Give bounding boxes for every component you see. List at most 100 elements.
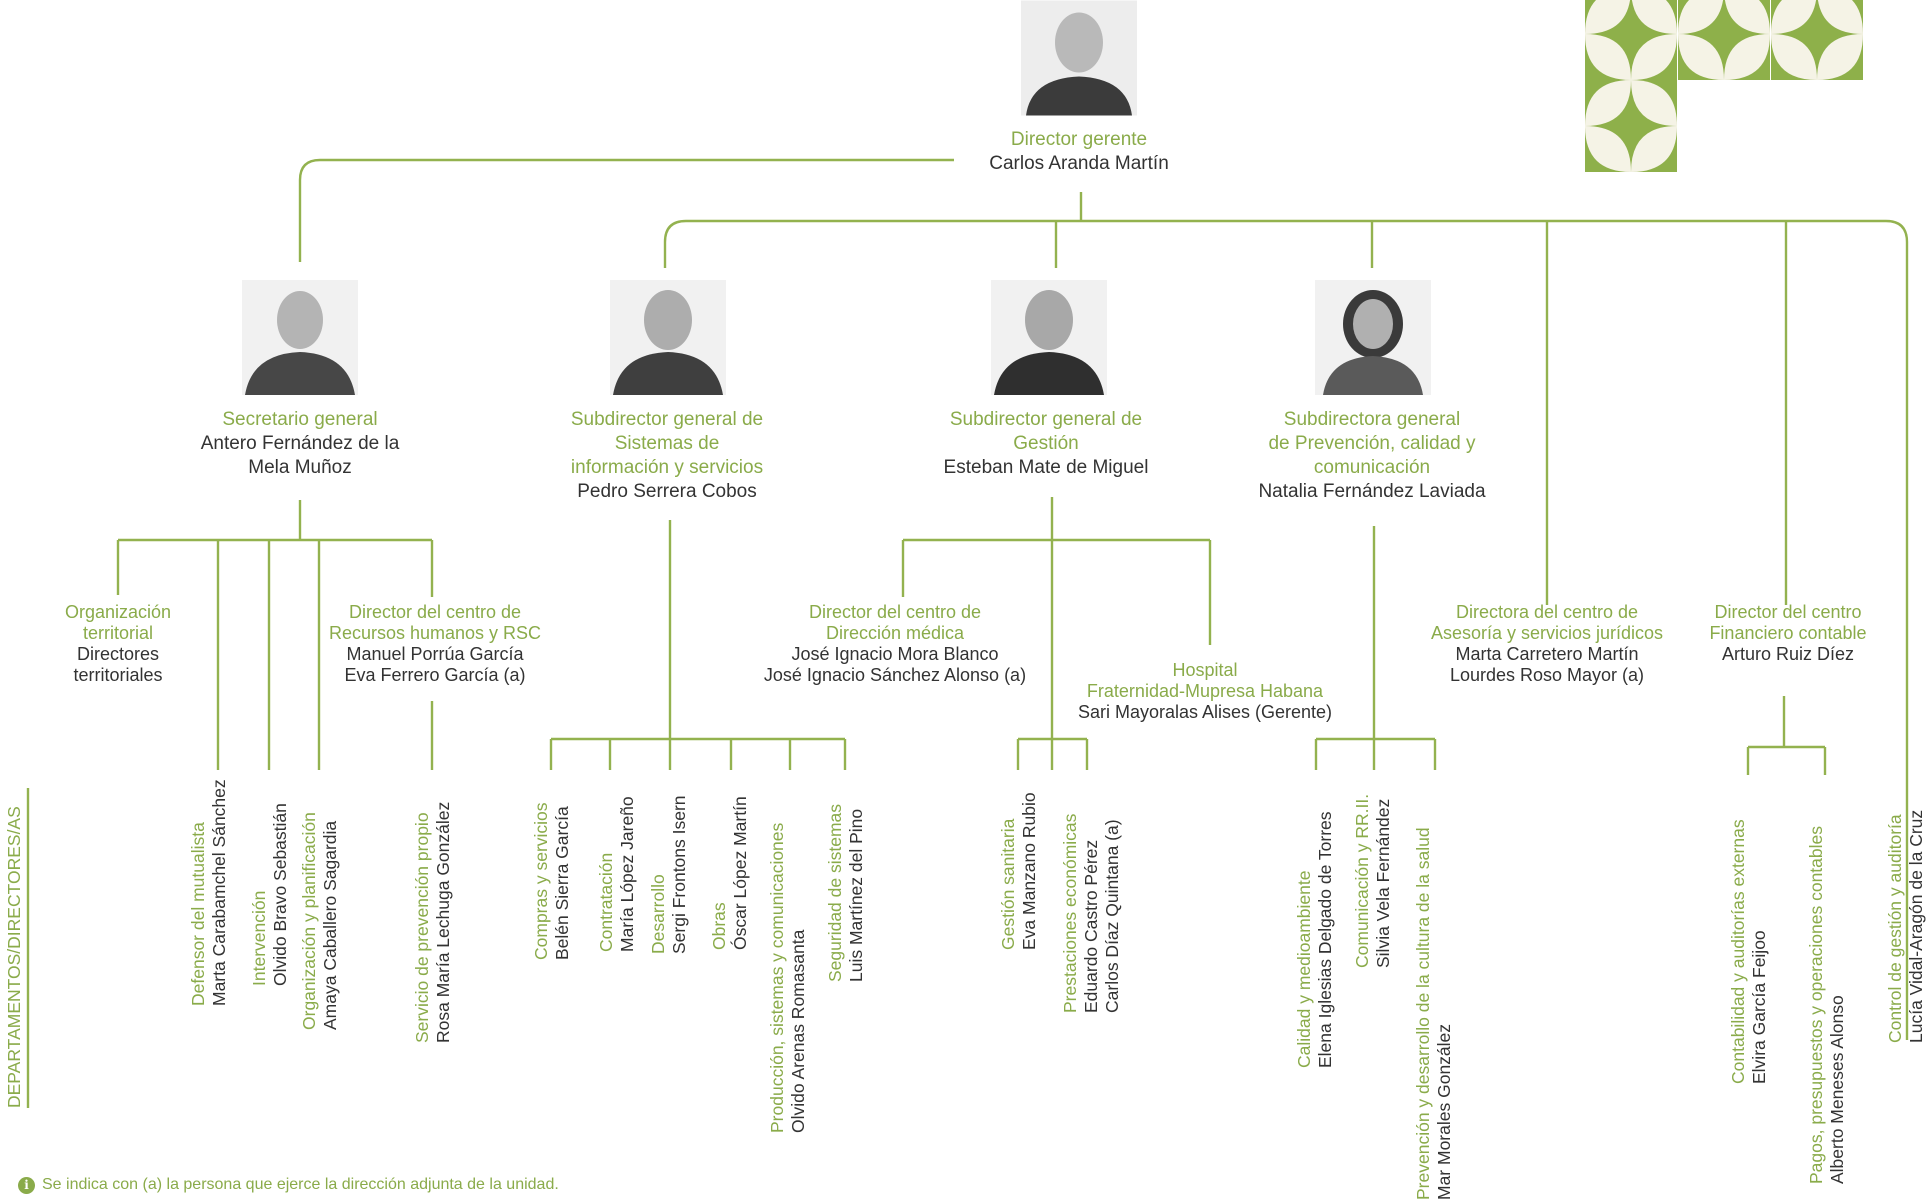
dept-title: Prestaciones económicas xyxy=(1060,813,1080,1013)
dept-defensor: Defensor del mutualista Marta Carabamche… xyxy=(188,779,230,1006)
director-photo xyxy=(1021,0,1137,116)
dept-control-gestion: Control de gestión y auditoría Lucía Vid… xyxy=(1885,810,1927,1043)
dept-name: Elena Iglesias Delgado de Torres xyxy=(1315,811,1335,1068)
hospital-title-line2: Fraternidad-Mupresa Habana xyxy=(1086,681,1324,701)
rrhh-name-line1: Manuel Porrúa García xyxy=(346,644,524,664)
dept-gestion-sanitaria: Gestión sanitaria Eva Manzano Rubio xyxy=(998,792,1040,950)
dept-name: Silvia Vela Fernández xyxy=(1373,798,1393,968)
org-territorial-name-line2: territoriales xyxy=(73,665,163,685)
dept-name: Rosa María Lechuga González xyxy=(433,801,453,1043)
dept-name: Belén Sierra García xyxy=(552,806,572,960)
dept-title: Prevención y desarrollo de la cultura de… xyxy=(1413,827,1433,1200)
dept-name: Luis Martínez del Pino xyxy=(846,808,866,982)
footnote: i Se indica con (a) la persona que ejerc… xyxy=(18,1176,559,1194)
dept-title: Control de gestión y auditoría xyxy=(1885,814,1905,1043)
info-icon: i xyxy=(18,1176,35,1194)
dept-title: Defensor del mutualista xyxy=(188,822,208,1006)
dept-title: Servicio de prevención propio xyxy=(412,812,432,1043)
secretary-name-line1: Antero Fernández de la xyxy=(200,433,400,454)
financiero-node: Director del centro Financiero contable … xyxy=(1688,602,1888,665)
juridicos-name-line2: Lourdes Roso Mayor (a) xyxy=(1449,665,1645,685)
dept-title: Gestión sanitaria xyxy=(998,818,1018,950)
dept-pagos: Pagos, presupuestos y operaciones contab… xyxy=(1806,826,1848,1184)
director-name: Carlos Aranda Martín xyxy=(989,153,1169,174)
dept-title: Organización y planificación xyxy=(299,812,319,1030)
dept-title: Contratación xyxy=(596,852,616,952)
dept-produccion: Producción, sistemas y comunicaciones Ol… xyxy=(767,823,809,1133)
org-territorial-node: Organización territorial Directores terr… xyxy=(38,602,198,686)
org-territorial-title-line2: territorial xyxy=(82,623,153,643)
dept-intervencion: Intervención Olvido Bravo Sebastián xyxy=(249,803,291,986)
hospital-title-line1: Hospital xyxy=(1172,660,1238,680)
dept-compras: Compras y servicios Belén Sierra García xyxy=(531,802,573,960)
prevencion-node: Subdirectora general de Prevención, cali… xyxy=(1237,408,1507,504)
prevencion-title-line1: Subdirectora general xyxy=(1283,409,1461,430)
dept-prevencion-cultura: Prevención y desarrollo de la cultura de… xyxy=(1413,827,1455,1200)
dept-title: Contabilidad y auditorías externas xyxy=(1728,819,1748,1084)
dept-name: Alberto Meneses Alonso xyxy=(1827,995,1847,1184)
dept-name: Eduardo Castro Pérez xyxy=(1081,839,1101,1013)
dept-organizacion-planificacion: Organización y planificación Amaya Cabal… xyxy=(299,812,341,1030)
dept-title: Producción, sistemas y comunicaciones xyxy=(767,822,787,1133)
juridicos-node: Directora del centro de Asesoría y servi… xyxy=(1417,602,1677,686)
dept-name: Eva Manzano Rubio xyxy=(1019,792,1039,950)
side-label-part-a: DEPARTAMENTOS/ xyxy=(4,948,24,1108)
gestion-name: Esteban Mate de Miguel xyxy=(943,457,1149,478)
sistemas-photo xyxy=(610,280,726,395)
dept-comunicacion: Comunicación y RR.II. Silvia Vela Fernán… xyxy=(1352,794,1394,968)
prevencion-name: Natalia Fernández Laviada xyxy=(1258,481,1486,502)
dept-title: Comunicación y RR.II. xyxy=(1352,793,1372,968)
dept-name: Sergi Frontons Isern xyxy=(669,795,689,954)
director-node: Director gerente Carlos Aranda Martín xyxy=(964,128,1194,176)
dept-title: Pagos, presupuestos y operaciones contab… xyxy=(1806,825,1826,1184)
prevencion-photo xyxy=(1315,280,1431,395)
sistemas-title-line3: información y servicios xyxy=(570,457,764,478)
secretary-node: Secretario general Antero Fernández de l… xyxy=(180,408,420,480)
medica-title-line1: Director del centro de xyxy=(808,602,982,622)
financiero-title-line1: Director del centro xyxy=(1714,602,1862,622)
org-territorial-name-line1: Directores xyxy=(76,644,160,664)
prevencion-title-line2: de Prevención, calidad y xyxy=(1268,433,1476,454)
gestion-node: Subdirector general de Gestión Esteban M… xyxy=(921,408,1171,480)
medica-name-line2: José Ignacio Sánchez Alonso (a) xyxy=(763,665,1027,685)
dept-contratacion: Contratación María López Jareño xyxy=(596,796,638,952)
gestion-title-line1: Subdirector general de xyxy=(949,409,1143,430)
departamentos-side-label: DEPARTAMENTOS/DIRECTORES/AS xyxy=(4,806,25,1108)
dept-name-2: Carlos Díaz Quintana (a) xyxy=(1102,819,1122,1013)
dept-name: Óscar López Martín xyxy=(730,796,750,950)
dept-contabilidad: Contabilidad y auditorías externas Elvir… xyxy=(1728,819,1770,1084)
dept-name: Olvido Bravo Sebastián xyxy=(270,803,290,986)
secretary-name-line2: Mela Muñoz xyxy=(248,457,352,478)
sistemas-name: Pedro Serrera Cobos xyxy=(577,481,757,502)
juridicos-title-line2: Asesoría y servicios jurídicos xyxy=(1430,623,1664,643)
financiero-name: Arturo Ruiz Díez xyxy=(1721,644,1855,664)
medica-name-line1: José Ignacio Mora Blanco xyxy=(791,644,999,664)
dept-desarrollo: Desarrollo Sergi Frontons Isern xyxy=(648,795,690,954)
dept-calidad: Calidad y medioambiente Elena Iglesias D… xyxy=(1294,811,1336,1068)
gestion-photo xyxy=(991,280,1107,395)
director-title: Director gerente xyxy=(1010,129,1148,150)
dept-prestaciones: Prestaciones económicas Eduardo Castro P… xyxy=(1060,814,1123,1013)
secretary-title: Secretario general xyxy=(222,409,378,430)
rrhh-name-line2: Eva Ferrero García (a) xyxy=(344,665,526,685)
dept-name: Amaya Caballero Sagardia xyxy=(320,820,340,1030)
dept-title: Compras y servicios xyxy=(531,802,551,960)
rrhh-title-line2: Recursos humanos y RSC xyxy=(328,623,542,643)
dept-obras: Obras Óscar López Martín xyxy=(709,796,751,950)
rrhh-title-line1: Director del centro de xyxy=(348,602,522,622)
medica-title-line2: Dirección médica xyxy=(825,623,965,643)
sistemas-title-line2: Sistemas de xyxy=(614,433,720,454)
footnote-text: Se indica con (a) la persona que ejerce … xyxy=(42,1176,559,1193)
org-territorial-title-line1: Organización xyxy=(64,602,172,622)
dept-title: Desarrollo xyxy=(648,874,668,954)
dept-name: Mar Morales González xyxy=(1434,1023,1454,1200)
dept-title: Obras xyxy=(709,902,729,950)
secretary-photo xyxy=(242,280,358,395)
dept-name: Elvira García Feijoo xyxy=(1749,930,1769,1084)
dept-title: Seguridad de sistemas xyxy=(825,803,845,982)
dept-seguridad: Seguridad de sistemas Luis Martínez del … xyxy=(825,804,867,982)
dept-title: Intervención xyxy=(249,890,269,986)
dept-title: Calidad y medioambiente xyxy=(1294,870,1314,1068)
sistemas-node: Subdirector general de Sistemas de infor… xyxy=(547,408,787,504)
